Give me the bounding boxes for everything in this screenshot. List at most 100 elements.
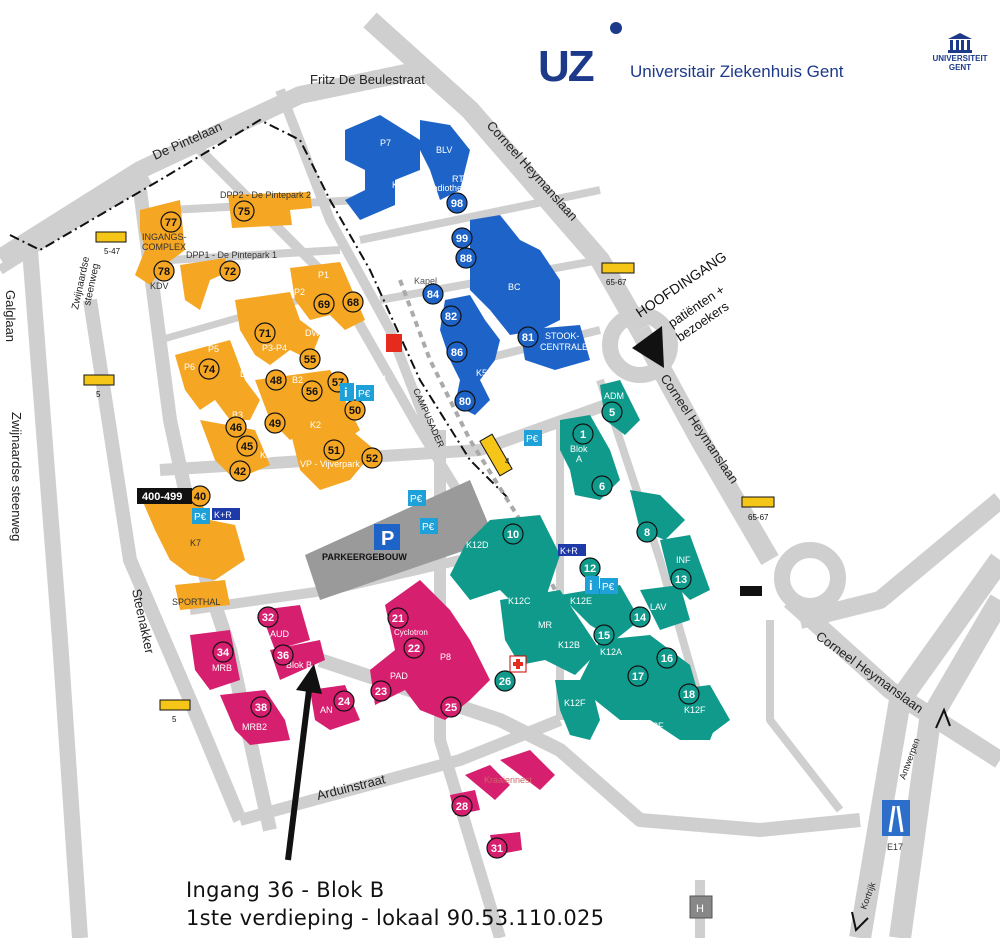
street-corneel-mid: Corneel Heymanslaan <box>658 371 742 486</box>
bus-label-bottom-left: 5 <box>172 715 177 724</box>
entrance-marker-88[interactable] <box>455 247 477 269</box>
entrance-marker-15[interactable] <box>593 624 615 646</box>
big-parking-label: P <box>381 528 394 550</box>
entrance-number-52: 52 <box>366 453 378 465</box>
entrance-marker-21[interactable] <box>387 607 409 629</box>
entrance-number-40: 40 <box>194 491 206 503</box>
entrance-marker-16[interactable] <box>656 647 678 669</box>
entrance-marker-18[interactable] <box>678 683 700 705</box>
entrance-marker-51[interactable] <box>323 439 345 461</box>
entrance-marker-14[interactable] <box>629 606 651 628</box>
entrance-number-86: 86 <box>451 347 463 359</box>
label-k2: K2 <box>310 420 321 430</box>
label-mrb: MRB <box>212 663 232 673</box>
entrance-marker-56[interactable] <box>301 380 323 402</box>
label-rtp1: RTP - <box>452 174 475 184</box>
street-fritz: Fritz De Beulestraat <box>310 72 425 87</box>
entrance-marker-78[interactable] <box>153 260 175 282</box>
entrance-marker-22[interactable] <box>403 637 425 659</box>
entrance-number-46: 46 <box>230 422 242 434</box>
entrance-marker-42[interactable] <box>229 460 251 482</box>
entrance-marker-80[interactable] <box>454 390 476 412</box>
label-p8: P8 <box>440 652 451 662</box>
entrance-marker-23[interactable] <box>370 680 392 702</box>
parking-badge-parkeergebouw <box>420 518 438 534</box>
parking-badge-a-label: P€ <box>526 434 539 445</box>
label-rtp2: Radiotherapiepark <box>426 183 500 193</box>
label-blok-a: A <box>576 454 582 464</box>
entrance-marker-38[interactable] <box>250 696 272 718</box>
e17-sign: E17 <box>882 800 910 852</box>
kr-badge-k12 <box>558 544 586 556</box>
entrance-marker-98[interactable] <box>446 192 468 214</box>
entrance-number-42: 42 <box>234 466 246 478</box>
entrance-marker-72[interactable] <box>219 260 241 282</box>
entrance-number-81: 81 <box>522 332 534 344</box>
label-p5: P5 <box>208 344 219 354</box>
label-dwl: DWL <box>305 328 325 338</box>
bus-icon-right-top <box>601 262 635 274</box>
entrance-marker-55[interactable] <box>299 348 321 370</box>
entrance-marker-1[interactable] <box>572 423 594 445</box>
entrance-marker-34[interactable] <box>212 641 234 663</box>
entrance-marker-24[interactable] <box>333 690 355 712</box>
label-stook2: CENTRALE <box>540 342 588 352</box>
entrance-marker-5[interactable] <box>601 401 623 423</box>
label-aud: AUD <box>270 629 290 639</box>
parking-badge-k7-label: P€ <box>194 512 207 523</box>
entrance-number-28: 28 <box>456 801 468 813</box>
entrance-number-13: 13 <box>675 574 687 586</box>
label-k12a: K12A <box>600 647 622 657</box>
entrance-marker-31[interactable] <box>486 837 508 859</box>
label-vp: VP - Vijverpark <box>300 459 360 469</box>
entrance-marker-28[interactable] <box>451 795 473 817</box>
label-k12b: K12B <box>558 640 580 650</box>
entrance-marker-86[interactable] <box>446 341 468 363</box>
entrance-marker-69[interactable] <box>313 293 335 315</box>
entrance-marker-99[interactable] <box>451 227 473 249</box>
entrance-marker-13[interactable] <box>670 568 692 590</box>
entrance-number-51: 51 <box>328 445 340 457</box>
entrance-marker-52[interactable] <box>361 447 383 469</box>
entrance-marker-8[interactable] <box>636 521 658 543</box>
emergency-badge <box>386 334 402 352</box>
parking-badge-k12 <box>600 578 618 594</box>
bus-icon-top-left <box>95 231 127 243</box>
entrance-marker-36[interactable] <box>272 644 294 666</box>
e17-label: E17 <box>887 842 903 852</box>
entrance-marker-32[interactable] <box>257 606 279 628</box>
entrance-marker-48[interactable] <box>265 369 287 391</box>
entrance-marker-71[interactable] <box>254 322 276 344</box>
entrance-marker-50[interactable] <box>344 399 366 421</box>
info-badge-k12 <box>585 576 599 594</box>
entrance-marker-84[interactable] <box>422 283 444 305</box>
ugent-building-icon <box>948 33 972 53</box>
label-adm: ADM <box>604 391 624 401</box>
label-ingang1: INGANGS- <box>142 232 187 242</box>
entrance-number-88: 88 <box>460 253 472 265</box>
entrance-marker-25[interactable] <box>440 696 462 718</box>
entrance-marker-82[interactable] <box>440 305 462 327</box>
entrance-number-21: 21 <box>392 613 404 625</box>
label-inf: INF <box>676 555 691 565</box>
entrance-marker-49[interactable] <box>264 412 286 434</box>
entrance-marker-17[interactable] <box>627 665 649 687</box>
entrance-number-26: 26 <box>499 676 511 688</box>
entrance-marker-75[interactable] <box>233 200 255 222</box>
entrance-marker-10[interactable] <box>502 523 524 545</box>
orange-buildings <box>135 192 375 610</box>
entrance-marker-46[interactable] <box>225 416 247 438</box>
bus-icon-bottom-left <box>159 699 191 711</box>
entrance-number-69: 69 <box>318 299 330 311</box>
entrance-marker-45[interactable] <box>236 435 258 457</box>
entrance-marker-81[interactable] <box>517 326 539 348</box>
entrance-marker-68[interactable] <box>342 291 364 313</box>
entrance-number-25: 25 <box>445 702 457 714</box>
entrance-marker-26[interactable] <box>494 670 516 692</box>
entrance-marker-74[interactable] <box>198 358 220 380</box>
label-k12c: K12C <box>508 596 531 606</box>
entrance-marker-77[interactable] <box>160 211 182 233</box>
entrance-marker-6[interactable] <box>591 475 613 497</box>
pointer-arrow <box>285 664 322 861</box>
